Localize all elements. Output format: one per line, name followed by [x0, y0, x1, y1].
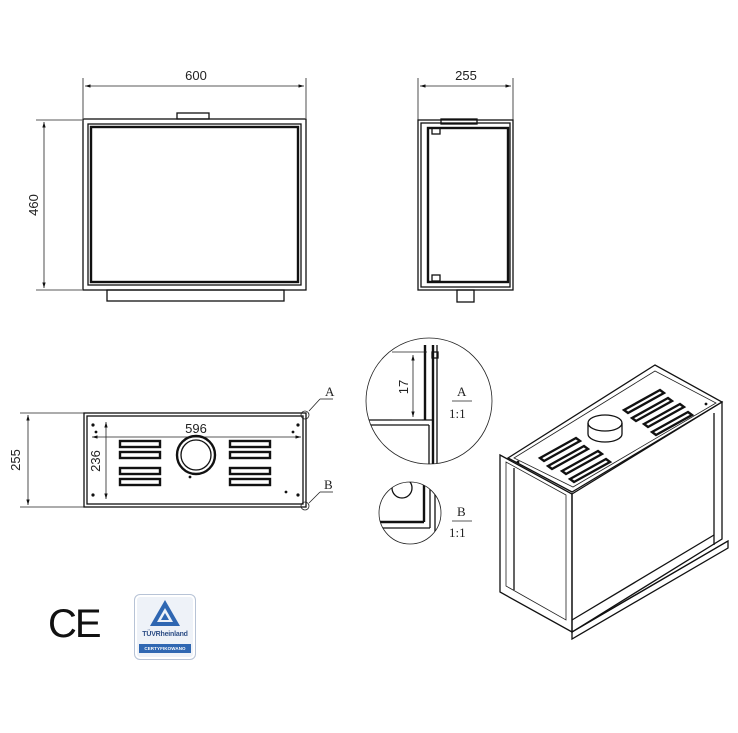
iso-vent-slots: [537, 388, 695, 484]
detail-a: 17 A 1:1: [365, 337, 493, 465]
top-depth-dimension: 255: [8, 449, 23, 471]
top-view: 255 596 236: [8, 384, 335, 511]
detail-b-scale: 1:1: [449, 525, 466, 540]
front-height-dimension: 460: [26, 194, 41, 216]
side-view: 255: [417, 68, 514, 303]
detail-a-dimension: 17: [396, 380, 411, 394]
tuv-band-text: CERTYFIKOWANO: [139, 644, 191, 653]
detail-a-scale: 1:1: [449, 406, 466, 421]
detail-b-label: B: [457, 504, 466, 519]
front-view: 600 460: [26, 68, 307, 302]
vent-slots: [118, 439, 272, 487]
ce-mark-logo: CE: [48, 602, 102, 646]
detail-a-label: A: [457, 384, 467, 399]
tuv-brand-text: TÜVRheinland: [142, 631, 188, 638]
top-inner-width-dimension: 596: [185, 421, 207, 436]
front-width-dimension: 600: [185, 68, 207, 83]
side-depth-dimension: 255: [455, 68, 477, 83]
top-inner-depth-dimension: 236: [88, 450, 103, 472]
callout-a-label: A: [325, 384, 335, 399]
isometric-view: [499, 364, 729, 641]
tuv-triangle-icon: [150, 600, 180, 626]
callout-b-label: B: [324, 477, 333, 492]
tuv-certification-logo: TÜVRheinland CERTYFIKOWANO: [134, 594, 196, 660]
detail-b: B 1:1: [378, 481, 472, 545]
